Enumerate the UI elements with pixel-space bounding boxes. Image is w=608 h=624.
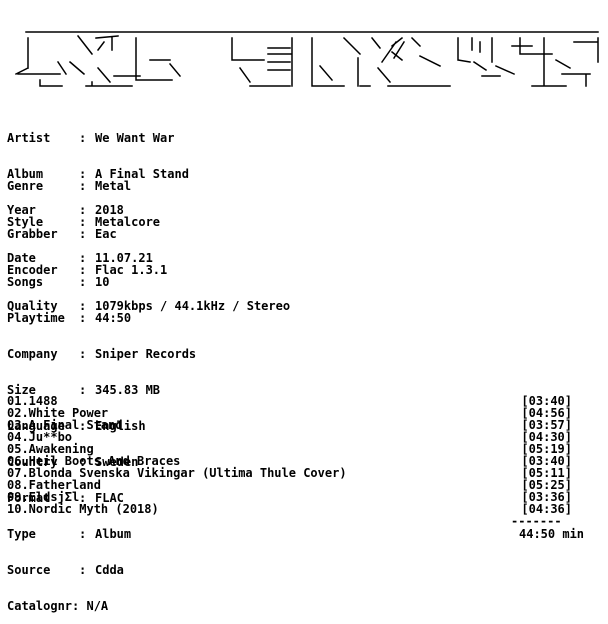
track-row: 10.Nordic Myth (2018) [04:36] bbox=[7, 503, 572, 515]
info-row-size: Size:345.83 MB bbox=[7, 383, 161, 397]
track-row: 06.Heil Boots And Braces [03:40] bbox=[7, 455, 572, 467]
ascii-logo-icon bbox=[14, 31, 599, 87]
info-value: Cdda bbox=[95, 563, 124, 577]
track-row: 09.EldsjΣl [03:36] bbox=[7, 491, 572, 503]
track-row: 04.Ju**bo [04:30] bbox=[7, 431, 572, 443]
info-key: Album bbox=[7, 167, 44, 181]
track-row: 02.White Power [04:56] bbox=[7, 407, 572, 419]
track-duration: [05:25] bbox=[521, 478, 572, 492]
info-row-date: Date:11.07.21 bbox=[7, 251, 153, 265]
info-key: Date bbox=[7, 251, 36, 265]
track-title: 02.White Power bbox=[7, 406, 109, 420]
track-duration: [04:30] bbox=[521, 430, 572, 444]
info-row-quality: Quality:1079kbps / 44.1kHz / Stereo bbox=[7, 299, 291, 313]
info-key: Style bbox=[7, 215, 44, 229]
info-value: 44:50 bbox=[95, 311, 132, 325]
info-row-format: Format:FLAC bbox=[7, 491, 124, 505]
info-key: Songs bbox=[7, 275, 44, 289]
info-key: Company bbox=[7, 347, 58, 361]
track-title: 01.1488 bbox=[7, 394, 58, 408]
info-row-language: Language:English bbox=[7, 419, 146, 433]
info-value: Album bbox=[95, 527, 132, 541]
info-key: Grabber bbox=[7, 227, 58, 241]
info-key: Language bbox=[7, 419, 65, 433]
info-key: Country bbox=[7, 455, 58, 469]
info-key: Catalognr bbox=[7, 599, 73, 613]
info-key: Source bbox=[7, 563, 51, 577]
info-value: 2018 bbox=[95, 203, 124, 217]
info-value: 345.83 MB bbox=[95, 383, 161, 397]
info-row-songs: Songs:10 bbox=[7, 275, 110, 289]
info-value: 11.07.21 bbox=[95, 251, 153, 265]
track-duration: [03:40] bbox=[521, 454, 572, 468]
total-separator: ------- bbox=[511, 514, 562, 528]
info-key: Genre bbox=[7, 179, 44, 193]
info-value: We Want War bbox=[95, 131, 175, 145]
info-row-country: Country:Sweden bbox=[7, 455, 139, 469]
info-value: Sweden bbox=[95, 455, 139, 469]
track-duration: [04:36] bbox=[521, 502, 572, 516]
track-row: 05.Awakening [05:19] bbox=[7, 443, 572, 455]
info-value: 1079kbps / 44.1kHz / Stereo bbox=[95, 299, 291, 313]
track-row: 07.Blonda Svenska Vikingar (Ultima Thule… bbox=[7, 467, 572, 479]
track-duration: [04:56] bbox=[521, 406, 572, 420]
info-key: Playtime bbox=[7, 311, 65, 325]
info-value: English bbox=[95, 419, 146, 433]
info-value: Sniper Records bbox=[95, 347, 197, 361]
track-title: 04.Ju**bo bbox=[7, 430, 73, 444]
info-value: FLAC bbox=[95, 491, 124, 505]
info-value: A Final Stand bbox=[95, 167, 189, 181]
info-value: N/A bbox=[86, 599, 109, 613]
info-block-details: Songs:10 Playtime:44:50 Company:Sniper R… bbox=[7, 252, 196, 624]
info-row-source: Source:Cdda bbox=[7, 563, 124, 577]
total-playtime: 44:50 min bbox=[519, 527, 585, 541]
info-key: Year bbox=[7, 203, 36, 217]
track-title: 07.Blonda Svenska Vikingar (Ultima Thule… bbox=[7, 466, 347, 480]
info-value: Flac 1.3.1 bbox=[95, 263, 168, 277]
info-row-genre: Genre:Metal bbox=[7, 179, 132, 193]
track-duration: [05:11] bbox=[521, 466, 572, 480]
info-key: Artist bbox=[7, 131, 51, 145]
track-duration: [03:40] bbox=[521, 394, 572, 408]
info-value: 10 bbox=[95, 275, 110, 289]
info-key: Encoder bbox=[7, 263, 58, 277]
track-row: 01.1488 [03:40] bbox=[7, 395, 572, 407]
track-title: 05.Awakening bbox=[7, 442, 94, 456]
info-row-style: Style:Metalcore bbox=[7, 215, 161, 229]
track-title: 10.Nordic Myth (2018) bbox=[7, 502, 159, 516]
track-title: 09.EldsjΣl bbox=[7, 490, 80, 504]
info-row-grabber: Grabber:Eac bbox=[7, 227, 117, 241]
info-key: Quality bbox=[7, 299, 58, 313]
info-row-encoder: Encoder:Flac 1.3.1 bbox=[7, 263, 168, 277]
info-row-company: Company:Sniper Records bbox=[7, 347, 197, 361]
info-key: Type bbox=[7, 527, 36, 541]
info-value: Metalcore bbox=[95, 215, 161, 229]
info-row-album: Album:A Final Stand bbox=[7, 167, 189, 181]
info-row-artist: Artist:We Want War bbox=[7, 131, 175, 145]
track-row: 03.A Final Stand [03:57] bbox=[7, 419, 572, 431]
info-key: Format bbox=[7, 491, 51, 505]
track-row: 08.Fatherland [05:25] bbox=[7, 479, 572, 491]
tracklist: 01.1488 [03:40] 02.White Power [04:56] 03.… bbox=[7, 395, 572, 515]
info-row-playtime: Playtime:44:50 bbox=[7, 311, 132, 325]
track-title: 03.A Final Stand bbox=[7, 418, 123, 432]
track-duration: [03:57] bbox=[521, 418, 572, 432]
track-title: 06.Heil Boots And Braces bbox=[7, 454, 181, 468]
info-block-release: Artist:We Want War Album:A Final Stand Y… bbox=[7, 108, 189, 228]
track-duration: [05:19] bbox=[521, 442, 572, 456]
info-row-catalognr: Catalognr: N/A bbox=[7, 599, 109, 613]
info-key: Size bbox=[7, 383, 36, 397]
track-duration: [03:36] bbox=[521, 490, 572, 504]
info-block-genre: Genre:Metal Style:Metalcore Date:11.07.2… bbox=[7, 156, 160, 276]
info-value: Metal bbox=[95, 179, 132, 193]
track-title: 08.Fatherland bbox=[7, 478, 101, 492]
info-row-type: Type:Album bbox=[7, 527, 132, 541]
info-block-encoding: Grabber:Eac Encoder:Flac 1.3.1 Quality:1… bbox=[7, 204, 290, 324]
info-value: Eac bbox=[95, 227, 117, 241]
ascii-art-banner bbox=[0, 2, 608, 94]
info-row-year: Year:2018 bbox=[7, 203, 124, 217]
